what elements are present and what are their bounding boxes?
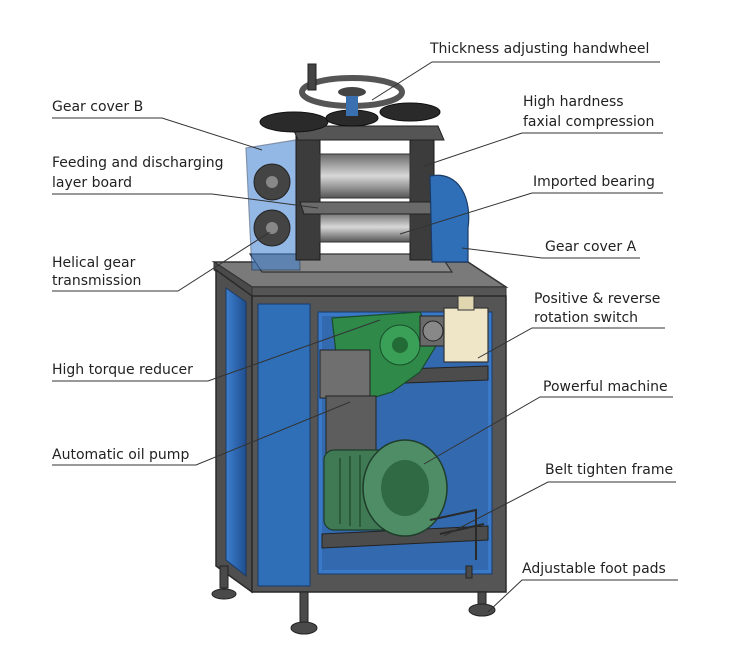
label-helical-1: Helical gear [52,255,136,271]
label-gear-cover-a: Gear cover A [545,239,637,255]
label-imported-bearing: Imported bearing [533,174,655,190]
label-oil-pump: Automatic oil pump [52,447,190,463]
label-handwheel: Thickness adjusting handwheel [430,41,650,57]
rolling-head [245,63,470,273]
label-foot-pads: Adjustable foot pads [522,561,666,577]
side-blue-panel [225,287,247,578]
label-switch-1: Positive & reverse [534,291,661,307]
label-feeding-2: layer board [52,175,133,191]
belt-frame [429,508,485,560]
label-switch-2: rotation switch [534,310,639,326]
label-feeding-1: Feeding and discharging [52,155,224,171]
leader-lines [52,61,678,613]
label-high-hardness-1: High hardness [523,94,624,110]
label-high-hardness-2: faxial compression [523,114,655,130]
label-reducer: High torque reducer [52,362,193,378]
label-helical-2: transmission [52,273,142,289]
motor [323,439,448,537]
oil-pump [319,349,377,455]
label-belt-frame: Belt tighten frame [545,462,674,478]
foot-pads [211,565,496,635]
label-gear-cover-b: Gear cover B [52,99,144,115]
rotation-switch [443,295,489,363]
label-powerful-machine: Powerful machine [543,379,668,395]
